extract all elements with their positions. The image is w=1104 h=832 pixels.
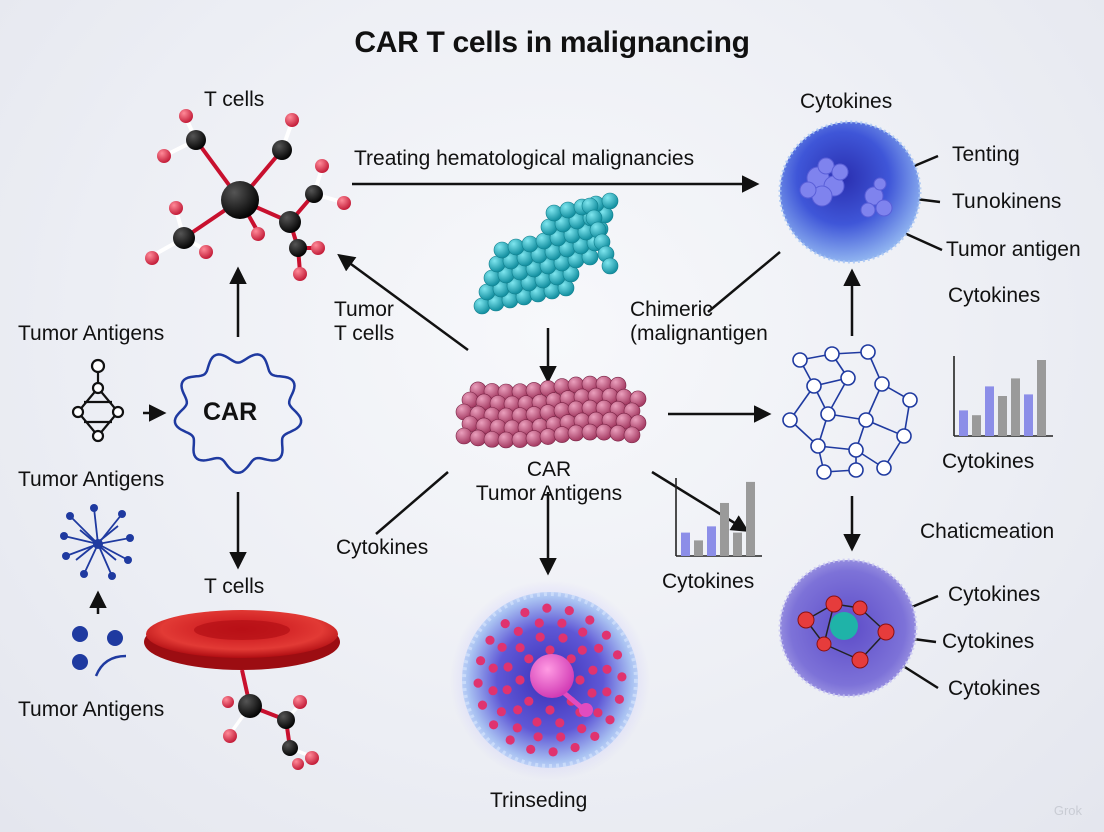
label-cytokines-top: Cytokines (800, 90, 893, 113)
label-cytokines-b1: Cytokines (948, 583, 1041, 606)
watermark: Grok (1053, 803, 1082, 818)
label-tumor-antigens-2: Tumor Antigens (18, 468, 165, 491)
label-cytokines-chart-right: Cytokines (942, 450, 1035, 473)
line-chimeric (707, 251, 781, 313)
network-icon (60, 504, 134, 580)
car-receptor-icon (173, 353, 303, 475)
label-tumor-antigens-3: Tumor Antigens (18, 698, 165, 721)
label-cytokines-mid-chart: Cytokines (662, 570, 755, 593)
label-tumor-antigens-1: Tumor Antigens (18, 322, 165, 345)
pink-protein-icon (455, 375, 647, 449)
cell-network-icon (782, 344, 918, 480)
label-cytokines-right: Cytokines (948, 284, 1041, 307)
pointer-tumor-antigen (901, 230, 943, 252)
label-car-tumor-antigens: CAR Tumor Antigens (475, 458, 623, 505)
arrow-to-chart (651, 470, 749, 532)
label-t-cells-bottom: T cells (204, 575, 265, 598)
label-tumor-antigen: Tumor antigen (946, 238, 1081, 261)
label-cytokines-b2: Cytokines (942, 630, 1035, 653)
label-cytokines-b3: Cytokines (948, 677, 1041, 700)
label-cytokines-left-center: Cytokines (336, 536, 429, 559)
arrow-to-tumor-t-cells (337, 253, 469, 352)
label-trinseding: Trinseding (490, 789, 588, 812)
label-treating: Treating hematological malignancies (354, 147, 695, 170)
label-tenting: Tenting (952, 143, 1020, 166)
teal-protein-icon (473, 192, 619, 315)
label-chaticmeation: Chaticmeation (920, 520, 1055, 543)
label-chimeric: Chimeric (malignantigen (630, 298, 768, 345)
car-badge-label: CAR (203, 398, 258, 426)
bar-chart-icon-right (953, 356, 1053, 437)
t-cell-molecule-icon (145, 109, 351, 281)
connector-arrows (89, 154, 943, 690)
page-title: CAR T cells in malignancing (354, 26, 750, 59)
antigen-molecule-icon (71, 358, 125, 443)
cytokine-purple-cell-icon (778, 558, 918, 698)
pointer-cytokines-b3 (899, 662, 939, 690)
antigen-dots-icon (72, 626, 127, 677)
cytokine-cell-icon (778, 120, 922, 264)
label-t-cells-top: T cells (204, 88, 265, 111)
bar-chart-icon-mid (675, 478, 762, 557)
red-blood-cell-icon (144, 610, 340, 770)
line-cytokines-left (375, 471, 449, 535)
label-tunokinens: Tuոokinens (952, 190, 1062, 213)
glowing-cell-icon (450, 580, 650, 780)
label-tumor-t-cells: Tumor T cells (334, 298, 395, 345)
